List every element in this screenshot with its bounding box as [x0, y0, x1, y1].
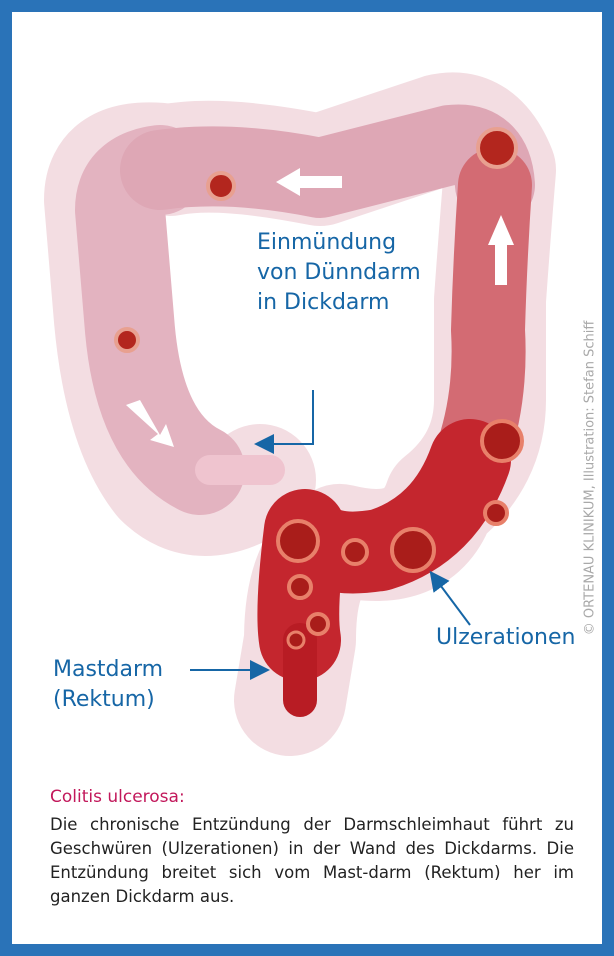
ulcer — [478, 129, 516, 167]
ulcer — [278, 521, 318, 561]
ulcer — [485, 502, 507, 524]
ulcer — [343, 540, 367, 564]
ulcer — [208, 173, 234, 199]
caption-body: Die chronische Entzündung der Darmschlei… — [50, 813, 574, 909]
ascending-colon — [120, 170, 200, 470]
ulcer — [392, 529, 434, 571]
descending-colon — [470, 185, 495, 460]
callout-ulzerationen — [432, 574, 470, 625]
label-mastdarm: Mastdarm (Rektum) — [53, 655, 163, 715]
label-ulzerationen: Ulzerationen — [436, 623, 575, 653]
ulcer — [288, 632, 304, 648]
image-credit: © ORTENAU KLINIKUM, Illustration: Stefan… — [583, 321, 598, 636]
ulcer — [289, 576, 311, 598]
ulcer — [116, 329, 138, 351]
ulcer — [308, 614, 328, 634]
caption-title: Colitis ulcerosa: — [50, 787, 185, 807]
ulcer — [482, 421, 522, 461]
label-einmuendung: Einmündung von Dünndarm in Dickdarm — [257, 228, 421, 318]
